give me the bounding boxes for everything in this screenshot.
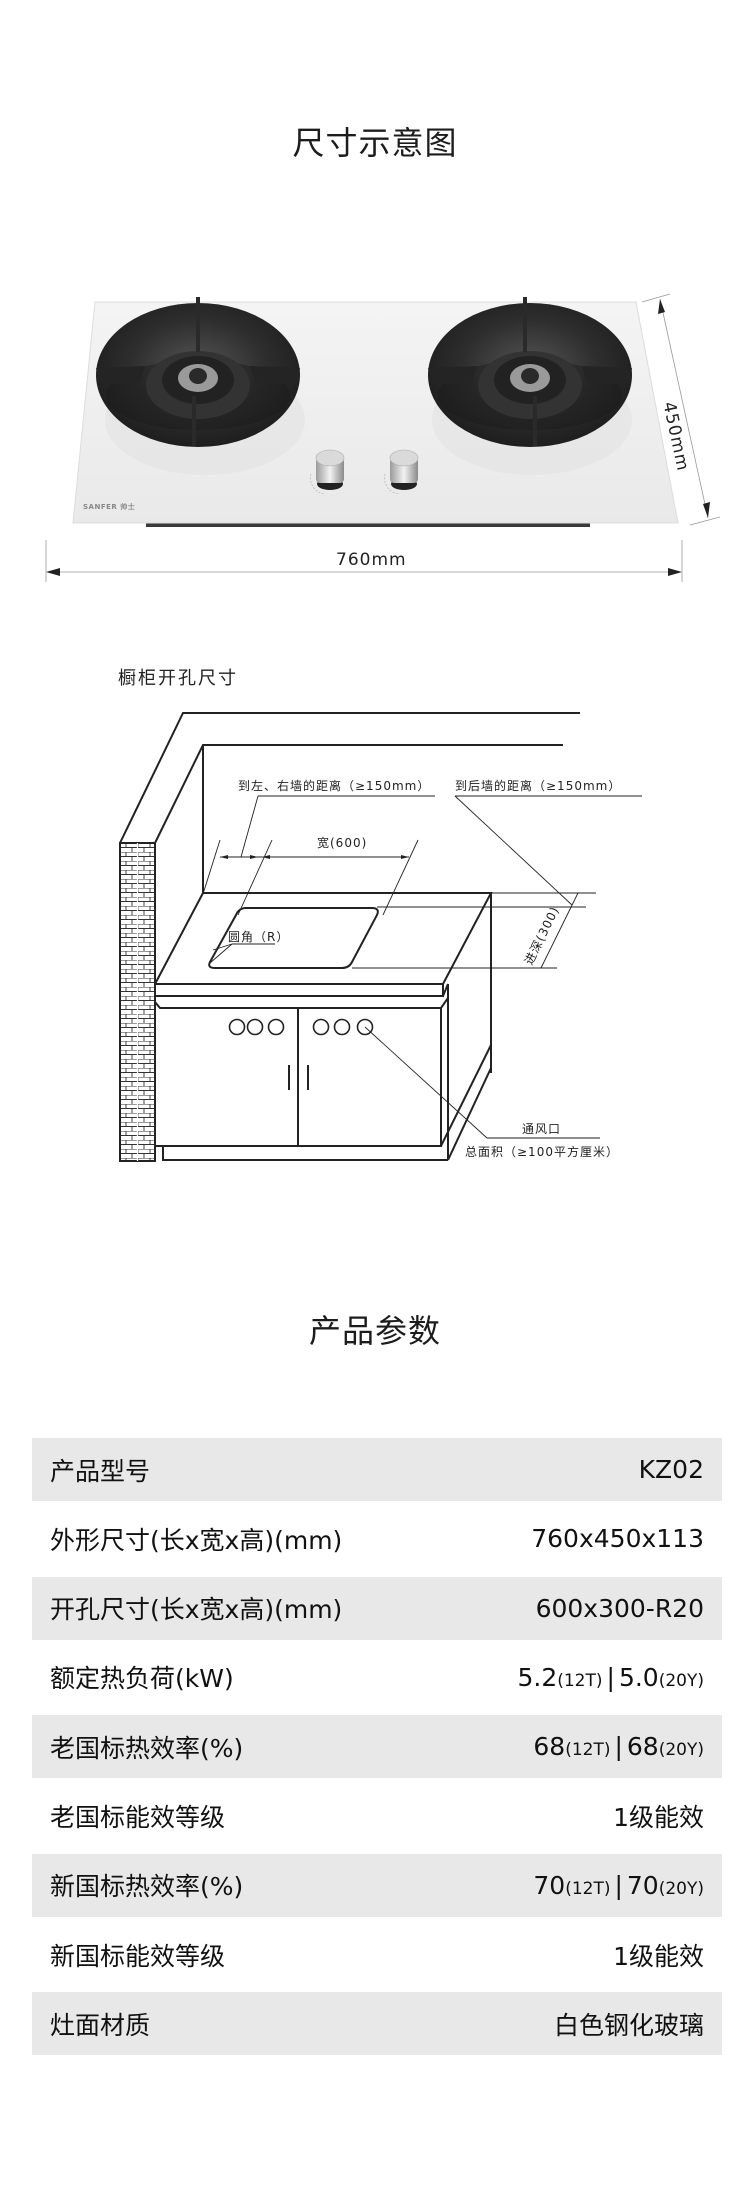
spec-label: 外形尺寸(长x宽x高)(mm)	[50, 1525, 343, 1555]
spec-value: 68(12T)|68(20Y)	[533, 1732, 704, 1762]
cabinet-diagram	[119, 712, 642, 1162]
spec-value: 1级能效	[613, 1941, 704, 1971]
width-dimension-line	[45, 540, 683, 582]
spec-row-old-efficiency: 老国标热效率(%) 68(12T)|68(20Y)	[32, 1715, 722, 1779]
spec-row-model: 产品型号 KZ02	[32, 1438, 722, 1501]
vent-label: 通风口	[522, 1122, 562, 1136]
spec-value: KZ02	[638, 1455, 704, 1484]
brand-logo: SANFER 帅士	[83, 503, 136, 511]
cutout-width-label: 宽(600)	[317, 836, 368, 850]
spec-label: 老国标热效率(%)	[50, 1733, 244, 1763]
spec-row-surface-material: 灶面材质 白色钢化玻璃	[32, 1992, 722, 2056]
spec-value: 600x300-R20	[535, 1593, 704, 1623]
side-wall-distance-label: 到左、右墙的距离（≥150mm）	[238, 779, 431, 793]
spec-value: 白色钢化玻璃	[553, 2010, 704, 2040]
cooktop-illustration	[45, 293, 721, 582]
spec-value: 70(12T)|70(20Y)	[533, 1870, 704, 1900]
corner-radius-label: 圆角（R）	[228, 930, 290, 944]
dimension-section-title: 尺寸示意图	[292, 124, 458, 162]
vent-holes	[228, 1018, 374, 1036]
spec-label: 额定热负荷(kW)	[50, 1664, 234, 1694]
spec-label: 灶面材质	[50, 2010, 151, 2040]
spec-value: 760x450x113	[531, 1524, 704, 1554]
spec-row-outer-size: 外形尺寸(长x宽x高)(mm) 760x450x113	[32, 1507, 722, 1570]
cabinet-section-title: 橱柜开孔尺寸	[118, 668, 238, 689]
spec-table: 产品型号 KZ02 外形尺寸(长x宽x高)(mm) 760x450x113 开孔…	[32, 1438, 722, 2062]
spec-label: 新国标能效等级	[50, 1941, 226, 1971]
spec-label: 老国标能效等级	[50, 1802, 226, 1832]
burner-right-icon	[428, 297, 632, 447]
knob-left-icon	[310, 449, 345, 495]
spec-label: 产品型号	[50, 1456, 151, 1486]
spec-value: 1级能效	[613, 1802, 704, 1832]
depth-dimension-line	[641, 293, 721, 526]
spec-row-new-efficiency: 新国标热效率(%) 70(12T)|70(20Y)	[32, 1853, 722, 1917]
spec-label: 新国标热效率(%)	[50, 1872, 244, 1902]
back-wall-distance-label: 到后墙的距离（≥150mm）	[455, 779, 622, 793]
spec-value: 5.2(12T)|5.0(20Y)	[517, 1662, 704, 1692]
params-section-title: 产品参数	[308, 1312, 441, 1350]
vent-area-label: 总面积（≥100平方厘米）	[465, 1145, 619, 1159]
width-label: 760mm	[336, 550, 407, 570]
spec-row-heat-load: 额定热负荷(kW) 5.2(12T)|5.0(20Y)	[32, 1646, 722, 1709]
cooktop-base	[146, 521, 590, 527]
spec-row-new-energy-grade: 新国标能效等级 1级能效	[32, 1923, 722, 1986]
burner-left-icon	[96, 297, 300, 447]
spec-row-old-energy-grade: 老国标能效等级 1级能效	[32, 1784, 722, 1847]
knob-right-icon	[384, 449, 419, 495]
spec-row-cutout-size: 开孔尺寸(长x宽x高)(mm) 600x300-R20	[32, 1576, 722, 1640]
spec-label: 开孔尺寸(长x宽x高)(mm)	[50, 1595, 343, 1625]
